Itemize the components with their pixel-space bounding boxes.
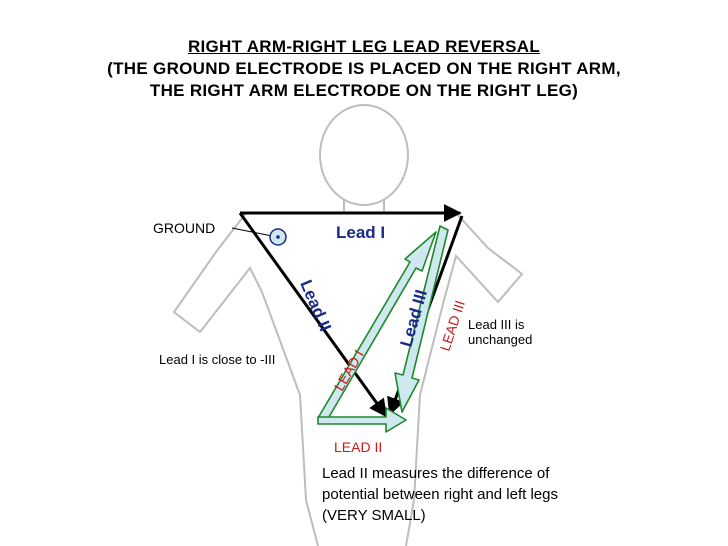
- lead-ii-label: Lead II: [296, 277, 335, 334]
- note-line: Lead III is: [468, 317, 525, 332]
- body-outline: [172, 104, 524, 546]
- torso-outline: [172, 212, 524, 546]
- lead-ii-arrow: [317, 407, 407, 433]
- lead-i-close-note: Lead I is close to -III: [159, 352, 276, 367]
- neck-shape: [343, 200, 385, 213]
- lead-i-arrow: [317, 231, 437, 423]
- lead-ii-line: [238, 212, 388, 418]
- note-line: unchanged: [468, 332, 533, 347]
- lead-iii-unchanged-note: Lead III is unchanged: [468, 317, 532, 347]
- ground-label: GROUND: [153, 220, 215, 236]
- title-line-2: (THE GROUND ELECTRODE IS PLACED ON THE R…: [107, 59, 621, 78]
- lead-ii-note: Lead II measures the difference of poten…: [322, 463, 558, 526]
- note-line: (VERY SMALL): [322, 507, 426, 524]
- lead-i-red-label: LEAD I: [331, 347, 367, 393]
- lead-i-label: Lead I: [336, 223, 385, 242]
- ground-pointer-line: [231, 227, 273, 237]
- note-line: potential between right and left legs: [322, 486, 558, 503]
- lead-ii-red-label: LEAD II: [334, 439, 382, 455]
- title-line-1: RIGHT ARM-RIGHT LEG LEAD REVERSAL: [187, 37, 541, 56]
- head-shape: [319, 104, 409, 206]
- title-line-3: THE RIGHT ARM ELECTRODE ON THE RIGHT LEG…: [149, 81, 579, 100]
- reversed-lead-arrows: [317, 225, 449, 433]
- ground-electrode: [231, 227, 287, 246]
- lead-iii-arrow: [394, 225, 449, 413]
- note-line: Lead II measures the difference of: [322, 465, 550, 482]
